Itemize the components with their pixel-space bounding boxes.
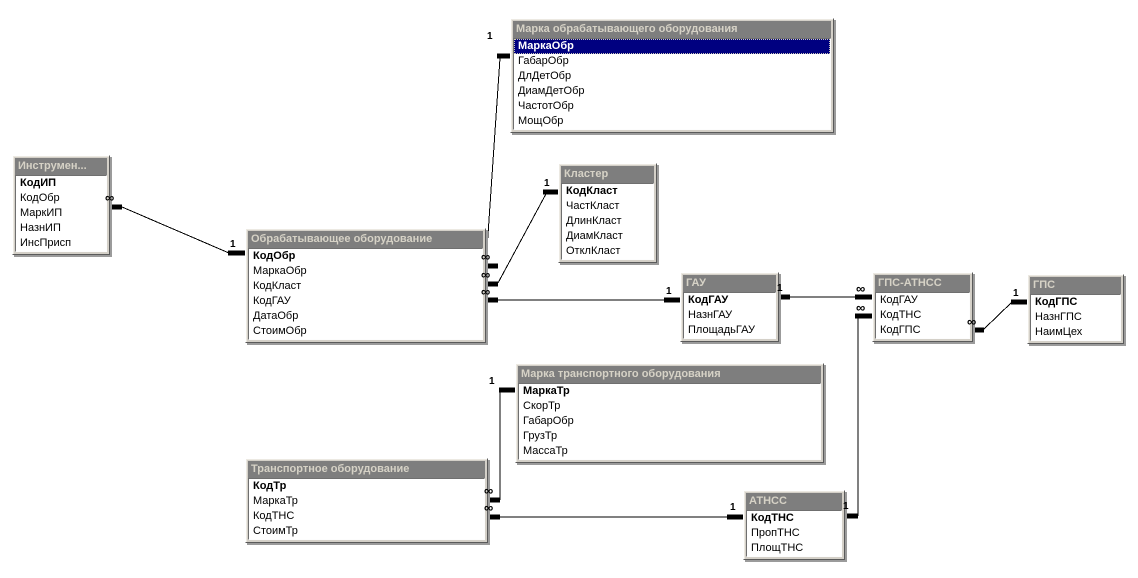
field-row[interactable]: КодТНС <box>253 510 295 522</box>
field-row[interactable]: МаркаТр <box>253 495 298 507</box>
field-list-atnss: КодТНС ПропТНС ПлощТНС <box>746 510 842 557</box>
field-row[interactable]: КодОбр <box>20 192 60 204</box>
field-row[interactable]: МаркаТр <box>523 385 570 397</box>
table-title-marka-tr[interactable]: Марка транспортного оборудования <box>518 366 821 383</box>
table-atnss[interactable]: АТНСС КодТНС ПропТНС ПлощТНС <box>743 490 845 560</box>
table-transp[interactable]: Транспортное оборудование КодТр МаркаТр … <box>245 458 488 543</box>
field-row[interactable]: ИнсПрисп <box>20 237 72 249</box>
field-row[interactable]: НазнГАУ <box>688 309 733 321</box>
field-row[interactable]: СкорТр <box>523 400 561 412</box>
field-row[interactable]: МаркаОбр <box>253 265 307 277</box>
table-title-transp[interactable]: Транспортное оборудование <box>248 461 485 478</box>
field-row[interactable]: СтоимОбр <box>253 325 307 337</box>
relation-instrument-obrab[interactable] <box>104 204 245 256</box>
field-list-gps-atnss: КодГАУ КодТНС КодГПС <box>875 292 970 339</box>
field-row[interactable]: КодГАУ <box>880 294 918 306</box>
field-row[interactable]: ГабарОбр <box>523 415 574 427</box>
cardinality-one-label: 1 <box>777 283 783 294</box>
cardinality-many-label: ∞ <box>967 314 977 329</box>
field-row[interactable]: МаркИП <box>20 207 63 219</box>
cardinality-one-label: 1 <box>230 239 236 250</box>
field-row[interactable]: КодКласт <box>253 280 302 292</box>
cardinality-many-label: ∞ <box>484 500 494 515</box>
table-title-marka-obr[interactable]: Марка обрабатывающего оборудования <box>513 21 831 38</box>
table-title-instrument[interactable]: Инструмен... <box>15 158 107 175</box>
field-row[interactable]: ДиамКласт <box>566 230 623 242</box>
field-row[interactable]: ПлощТНС <box>751 542 804 554</box>
table-marka-obr[interactable]: Марка обрабатывающего оборудования Марка… <box>510 18 834 133</box>
field-row[interactable]: ДатаОбр <box>253 310 299 322</box>
field-row[interactable]: НазнГПС <box>1035 311 1082 323</box>
table-title-obrab[interactable]: Обрабатывающее оборудование <box>248 231 483 248</box>
field-list-klaster: КодКласт ЧастКласт ДлинКласт ДиамКласт О… <box>561 183 654 260</box>
field-row[interactable]: КодТНС <box>880 309 922 321</box>
table-obrab[interactable]: Обрабатывающее оборудование КодОбр Марка… <box>245 228 486 343</box>
field-row[interactable]: ДиамДетОбр <box>518 85 585 97</box>
cardinality-one-label: 1 <box>489 376 495 387</box>
cardinality-one-label: 1 <box>666 286 672 297</box>
field-row[interactable]: НазнИП <box>20 222 61 234</box>
field-list-gps: КодГПС НазнГПС НаимЦех <box>1030 294 1121 341</box>
table-instrument[interactable]: Инструмен... КодИП КодОбр МаркИП НазнИП … <box>12 155 110 255</box>
cardinality-many-label: ∞ <box>481 267 491 282</box>
field-row[interactable]: ОтклКласт <box>566 245 621 257</box>
field-list-marka-obr: МаркаОбр ГабарОбр ДлДетОбр ДиамДетОбр Ча… <box>513 38 831 130</box>
table-title-klaster[interactable]: Кластер <box>561 166 654 183</box>
field-row[interactable]: КодИП <box>20 177 57 189</box>
table-title-gau[interactable]: ГАУ <box>683 275 776 292</box>
cardinality-one-label: 1 <box>1013 288 1019 299</box>
cardinality-many-label: ∞ <box>856 300 866 315</box>
field-row[interactable]: СтоимТр <box>253 525 298 537</box>
field-row[interactable]: КодГАУ <box>688 294 729 306</box>
field-list-obrab: КодОбр МаркаОбр КодКласт КодГАУ ДатаОбр … <box>248 248 483 340</box>
relation-atnss-gpsatnss[interactable] <box>839 313 872 519</box>
table-title-gps-atnss[interactable]: ГПС-АТНСС <box>875 275 970 292</box>
field-row[interactable]: КодГАУ <box>253 295 291 307</box>
field-list-marka-tr: МаркаТр СкорТр ГабарОбр ГрузТр МассаТр <box>518 383 821 460</box>
relation-klaster-obrab[interactable] <box>480 189 558 287</box>
field-row[interactable]: ДлДетОбр <box>518 70 572 82</box>
table-gps[interactable]: ГПС КодГПС НазнГПС НаимЦех <box>1027 274 1124 344</box>
cardinality-many-label: ∞ <box>481 284 491 299</box>
cardinality-one-label: 1 <box>544 178 550 189</box>
field-row[interactable]: КодТр <box>253 480 287 492</box>
cardinality-one-label: 1 <box>730 502 736 513</box>
cardinality-many-label: ∞ <box>484 483 494 498</box>
field-list-gau: КодГАУ НазнГАУ ПлощадьГАУ <box>683 292 776 339</box>
table-klaster[interactable]: Кластер КодКласт ЧастКласт ДлинКласт Диа… <box>558 163 657 263</box>
table-gau[interactable]: ГАУ КодГАУ НазнГАУ ПлощадьГАУ <box>680 272 779 342</box>
field-list-transp: КодТр МаркаТр КодТНС СтоимТр <box>248 478 485 540</box>
field-row[interactable]: КодКласт <box>566 185 618 197</box>
field-row[interactable]: ГрузТр <box>523 430 558 442</box>
field-row[interactable]: НаимЦех <box>1035 326 1083 338</box>
field-row[interactable]: КодТНС <box>751 512 794 524</box>
field-row[interactable]: ДлинКласт <box>566 215 622 227</box>
table-title-atnss[interactable]: АТНСС <box>746 493 842 510</box>
field-list-instrument: КодИП КодОбр МаркИП НазнИП ИнсПрисп <box>15 175 107 252</box>
cardinality-many-label: ∞ <box>481 249 491 264</box>
field-row[interactable]: ГабарОбр <box>518 55 569 67</box>
field-row[interactable]: МощОбр <box>518 115 564 127</box>
field-row-selected[interactable]: МаркаОбр <box>514 39 830 54</box>
table-marka-tr[interactable]: Марка транспортного оборудования МаркаТр… <box>515 363 824 463</box>
field-row[interactable]: ЧастотОбр <box>518 100 574 112</box>
table-title-gps[interactable]: ГПС <box>1030 277 1121 294</box>
cardinality-many-label: ∞ <box>105 190 115 205</box>
cardinality-one-label: 1 <box>843 501 849 512</box>
table-gps-atnss[interactable]: ГПС-АТНСС КодГАУ КодТНС КодГПС <box>872 272 973 342</box>
field-row[interactable]: ЧастКласт <box>566 200 620 212</box>
cardinality-many-label: ∞ <box>856 281 866 296</box>
field-row[interactable]: КодГПС <box>1035 296 1078 308</box>
field-row[interactable]: ПропТНС <box>751 527 800 539</box>
field-row[interactable]: МассаТр <box>523 445 568 457</box>
field-row[interactable]: КодОбр <box>253 250 296 262</box>
field-row[interactable]: ПлощадьГАУ <box>688 324 755 336</box>
cardinality-one-label: 1 <box>487 31 493 42</box>
field-row[interactable]: КодГПС <box>880 324 921 336</box>
